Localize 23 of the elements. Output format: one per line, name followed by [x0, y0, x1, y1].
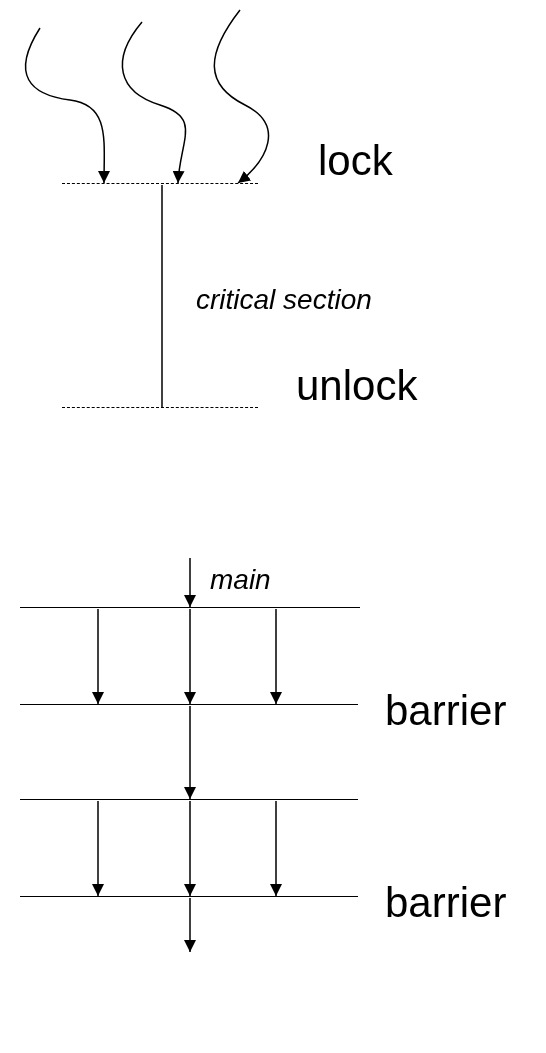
line-label: barrier — [385, 690, 507, 732]
arrow — [270, 800, 282, 897]
arrow — [184, 897, 196, 953]
connector-line — [161, 184, 163, 408]
horizontal-line — [20, 799, 358, 800]
dashed-line — [62, 183, 258, 184]
arrow — [184, 800, 196, 897]
dashed-line — [62, 407, 258, 408]
line-label: unlock — [296, 365, 418, 407]
line-label: lock — [318, 140, 393, 182]
arrow — [184, 608, 196, 705]
arrow — [92, 800, 104, 897]
horizontal-line — [20, 704, 358, 705]
line-label: barrier — [385, 882, 507, 924]
arrow — [270, 608, 282, 705]
horizontal-line — [20, 896, 358, 897]
arrow — [184, 557, 196, 608]
horizontal-line — [20, 607, 360, 608]
arrow — [184, 705, 196, 800]
wavy-arrow — [24, 27, 111, 184]
arrow — [92, 608, 104, 705]
wavy-arrow — [213, 9, 270, 184]
wavy-arrow — [121, 21, 187, 184]
